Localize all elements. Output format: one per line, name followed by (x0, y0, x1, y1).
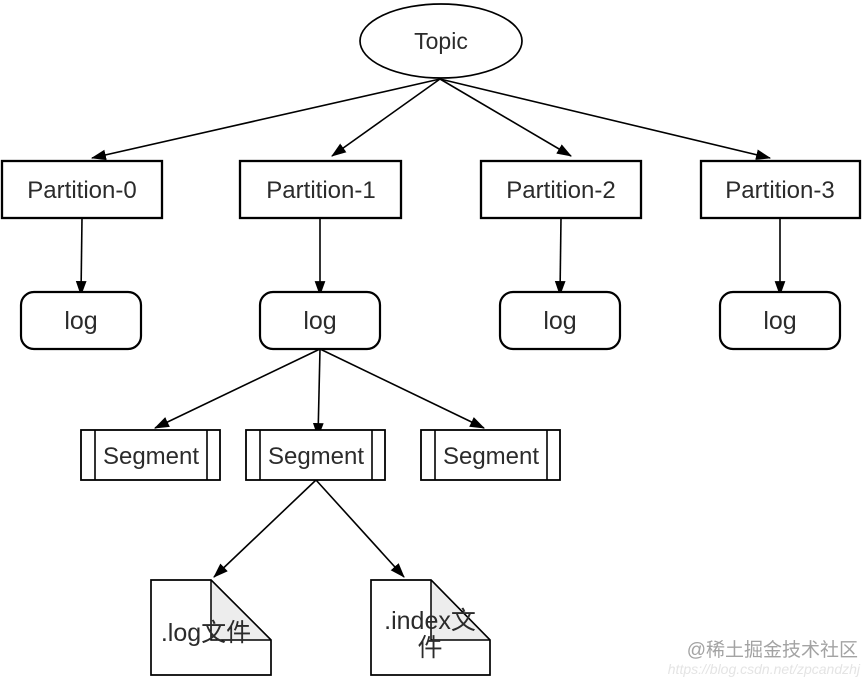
edge-segment-to-index-file (315, 479, 405, 578)
log-2-box (498, 290, 622, 351)
segment-2-label: Segment (443, 443, 539, 470)
topic-ellipse (359, 3, 523, 79)
node-log-0: log (19, 290, 143, 351)
log-2-label: log (543, 307, 576, 335)
partition-1-label: Partition-1 (266, 177, 375, 204)
node-index-file: .index文 件 (370, 579, 491, 676)
partition-0-box (0, 159, 164, 220)
log-3-box (718, 290, 842, 351)
log-0-label: log (64, 307, 97, 335)
partition-1-box (238, 159, 403, 220)
edge-topic-to-partition-1 (331, 78, 441, 157)
partition-0-label: Partition-0 (27, 177, 136, 204)
node-partition-3: Partition-3 (699, 159, 862, 220)
segment-0-label: Segment (103, 443, 199, 470)
partition-2-box (479, 159, 643, 220)
edge-partition-2-to-log (554, 217, 566, 297)
edge-log-to-segment-0 (154, 348, 321, 429)
node-segment-1: Segment (245, 429, 386, 481)
watermarks: https://blog.csdn.net/zpcandzhj @稀土掘金技术社… (668, 639, 861, 677)
node-partition-1: Partition-1 (238, 159, 403, 220)
edge-topic-to-partition-0 (90, 78, 441, 161)
partition-3-label: Partition-3 (725, 177, 834, 204)
log-1-label: log (303, 307, 336, 335)
node-partition-0: Partition-0 (0, 159, 164, 220)
edge-partition-0-to-log (75, 217, 87, 297)
partition-2-label: Partition-2 (506, 177, 615, 204)
log-file-label: .log文件 (161, 619, 251, 647)
index-file-foldline (430, 580, 490, 641)
partition-3-box (699, 159, 862, 220)
edge-topic-to-partition-3 (439, 78, 772, 160)
index-file-label-line1: .index文 (384, 607, 476, 635)
node-segment-0: Segment (80, 429, 221, 481)
log-3-label: log (763, 307, 796, 335)
edges (75, 78, 786, 578)
node-log-file: .log文件 (150, 579, 272, 676)
log-1-box (258, 290, 382, 351)
segment-1-label: Segment (268, 443, 364, 470)
node-topic: Topic (359, 3, 523, 79)
topic-label: Topic (414, 28, 468, 54)
log-0-box (19, 290, 143, 351)
edge-topic-to-partition-2 (439, 78, 572, 157)
segment-1-box (245, 429, 386, 481)
watermark-url: https://blog.csdn.net/zpcandzhj (668, 661, 861, 677)
segment-0-box (80, 429, 221, 481)
segment-2-box (420, 429, 561, 481)
watermark-community: @稀土掘金技术社区 (687, 639, 858, 661)
index-file-folddiag (430, 579, 491, 641)
log-file-foldline (210, 580, 271, 641)
node-log-3: log (718, 290, 842, 351)
edge-segment-to-log-file (213, 479, 317, 578)
log-file-folddiag (210, 579, 272, 641)
index-file-label-line2: 件 (417, 634, 442, 662)
node-log-2: log (498, 290, 622, 351)
node-log-1: log (258, 290, 382, 351)
node-segment-2: Segment (420, 429, 561, 481)
edge-log-to-segment-2 (319, 348, 485, 429)
edge-log-to-segment-1 (312, 348, 324, 439)
node-partition-2: Partition-2 (479, 159, 643, 220)
